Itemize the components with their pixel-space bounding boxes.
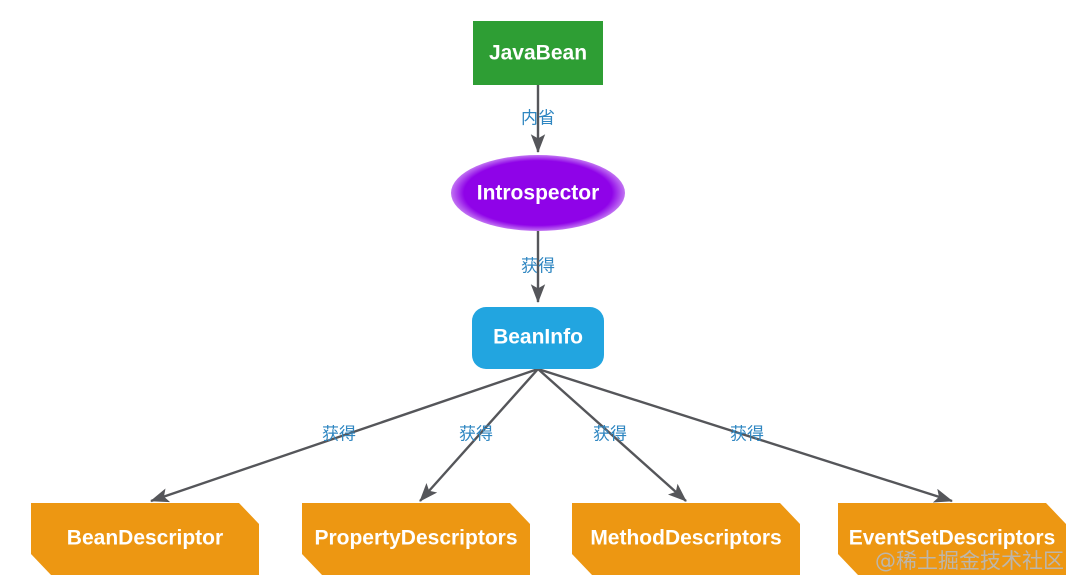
watermark: @稀土掘金技术社区 (875, 549, 1064, 573)
javabean-label: JavaBean (489, 42, 587, 65)
edge-line (419, 368, 539, 502)
edge-label-obtain-property-descriptors: 获得 (459, 424, 493, 443)
introspector-label: Introspector (477, 182, 600, 205)
bean-descriptor-shape[interactable] (31, 503, 259, 575)
edge-line (537, 368, 687, 502)
node-bean-descriptor[interactable]: BeanDescriptor (31, 503, 259, 575)
introspector-shape[interactable] (451, 155, 625, 231)
node-beaninfo[interactable]: BeanInfo (472, 307, 604, 369)
edge-label-obtain-bean-descriptor: 获得 (322, 424, 356, 443)
edge-line (150, 367, 539, 503)
method-descriptors-label: MethodDescriptors (590, 527, 781, 550)
property-descriptors-shape[interactable] (302, 503, 530, 575)
edge-line (537, 367, 953, 503)
node-eventset-descriptors[interactable]: EventSetDescriptors (838, 503, 1066, 575)
edge-beaninfo-eventset-descriptors: 获得 (537, 367, 953, 503)
edge-label-obtain-eventset-descriptors: 获得 (730, 424, 764, 443)
eventset-descriptors-shape[interactable] (838, 503, 1066, 575)
node-property-descriptors[interactable]: PropertyDescriptors (302, 503, 530, 575)
edge-beaninfo-method-descriptors: 获得 (537, 368, 687, 502)
edge-introspector-beaninfo: 获得 (521, 231, 555, 303)
beaninfo-label: BeanInfo (493, 326, 583, 349)
property-descriptors-label: PropertyDescriptors (314, 527, 517, 550)
method-descriptors-shape[interactable] (572, 503, 800, 575)
eventset-descriptors-label: EventSetDescriptors (849, 527, 1056, 550)
javabean-shape[interactable] (473, 21, 603, 85)
edge-beaninfo-bean-descriptor: 获得 (150, 367, 539, 503)
edge-label-obtain-method-descriptors: 获得 (593, 424, 627, 443)
edge-beaninfo-property-descriptors: 获得 (419, 368, 539, 502)
edge-label-introspection: 内省 (521, 108, 555, 127)
edge-label-obtain-beaninfo: 获得 (521, 256, 555, 275)
node-introspector[interactable]: Introspector (451, 155, 625, 231)
edge-javabean-introspector: 内省 (521, 85, 555, 153)
beaninfo-shape[interactable] (472, 307, 604, 369)
node-javabean[interactable]: JavaBean (473, 21, 603, 85)
nodes-layer: JavaBean Introspector BeanInfo BeanDescr… (31, 21, 1066, 575)
node-method-descriptors[interactable]: MethodDescriptors (572, 503, 800, 575)
bean-descriptor-label: BeanDescriptor (67, 527, 223, 550)
edges-layer: 内省 获得 获得 获得 获得 获得 (150, 85, 953, 503)
